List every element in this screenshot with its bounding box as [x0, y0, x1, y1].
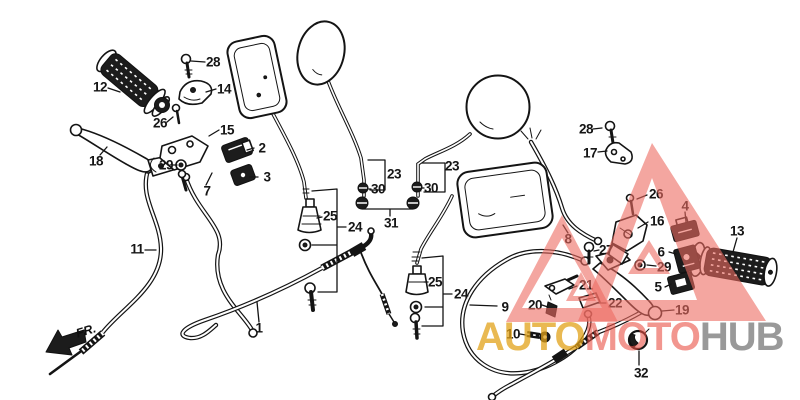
- switch-4: [670, 216, 700, 243]
- left-brake-lever-18: [69, 123, 174, 177]
- lever-cover-14: [178, 79, 213, 106]
- clutch-lever-19: [592, 249, 663, 321]
- watermark-text-auto: AUTO: [476, 315, 586, 359]
- bracket-17: [604, 141, 633, 165]
- cable-bracket-21: [544, 274, 579, 295]
- watermark-text: AUTOMOTOHUB: [476, 315, 785, 359]
- kill-switch-2: [221, 137, 254, 163]
- watermark-text-hub: HUB: [699, 315, 785, 359]
- switch-5: [667, 271, 695, 295]
- left-grip-12: [96, 49, 171, 117]
- right-rect-mirror: [456, 161, 554, 239]
- nut-29b: [634, 259, 646, 271]
- clip-20: [545, 294, 558, 318]
- switch-3: [230, 164, 256, 186]
- left-throttle-pipe: [154, 97, 170, 113]
- boot-25a: [297, 198, 322, 234]
- fr-direction-arrow: [45, 329, 87, 356]
- round-mirror: [465, 74, 531, 140]
- bolt-28b: [604, 120, 617, 145]
- bolt-24a: [304, 282, 317, 312]
- watermark-text-moto: MOTO: [584, 315, 701, 359]
- grommet-32: [627, 328, 650, 351]
- oval-mirror: [296, 20, 346, 86]
- boot-25b: [405, 265, 429, 296]
- cable-adjuster-10: [526, 331, 551, 343]
- screw-26b: [625, 193, 635, 216]
- nut-30a: [357, 182, 369, 194]
- nut-30b: [411, 181, 423, 193]
- nut-24a: [298, 238, 312, 252]
- bolt-24b: [409, 312, 421, 340]
- left-rect-mirror: [226, 34, 288, 120]
- left-lever-perch-15: [150, 135, 209, 192]
- bolt-28a: [180, 53, 193, 79]
- nut-24b: [409, 300, 423, 314]
- front-brake-cable-11: [48, 164, 164, 376]
- throttle-cable-1: [180, 227, 398, 341]
- cover-22: [578, 292, 601, 309]
- locknuts-31: [355, 196, 420, 210]
- screw-26a: [171, 103, 181, 125]
